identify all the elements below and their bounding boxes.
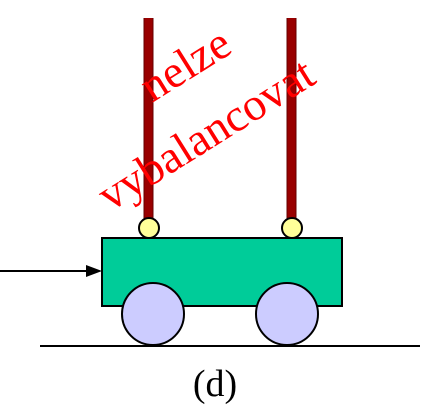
right-pole-joint <box>281 217 303 239</box>
left-wheel <box>121 282 185 346</box>
right-pole <box>286 18 297 226</box>
right-wheel <box>255 282 319 346</box>
left-pole-joint <box>138 217 160 239</box>
left-pole <box>143 18 154 226</box>
figure-caption: (d) <box>193 363 237 405</box>
force-arrow <box>0 265 102 277</box>
